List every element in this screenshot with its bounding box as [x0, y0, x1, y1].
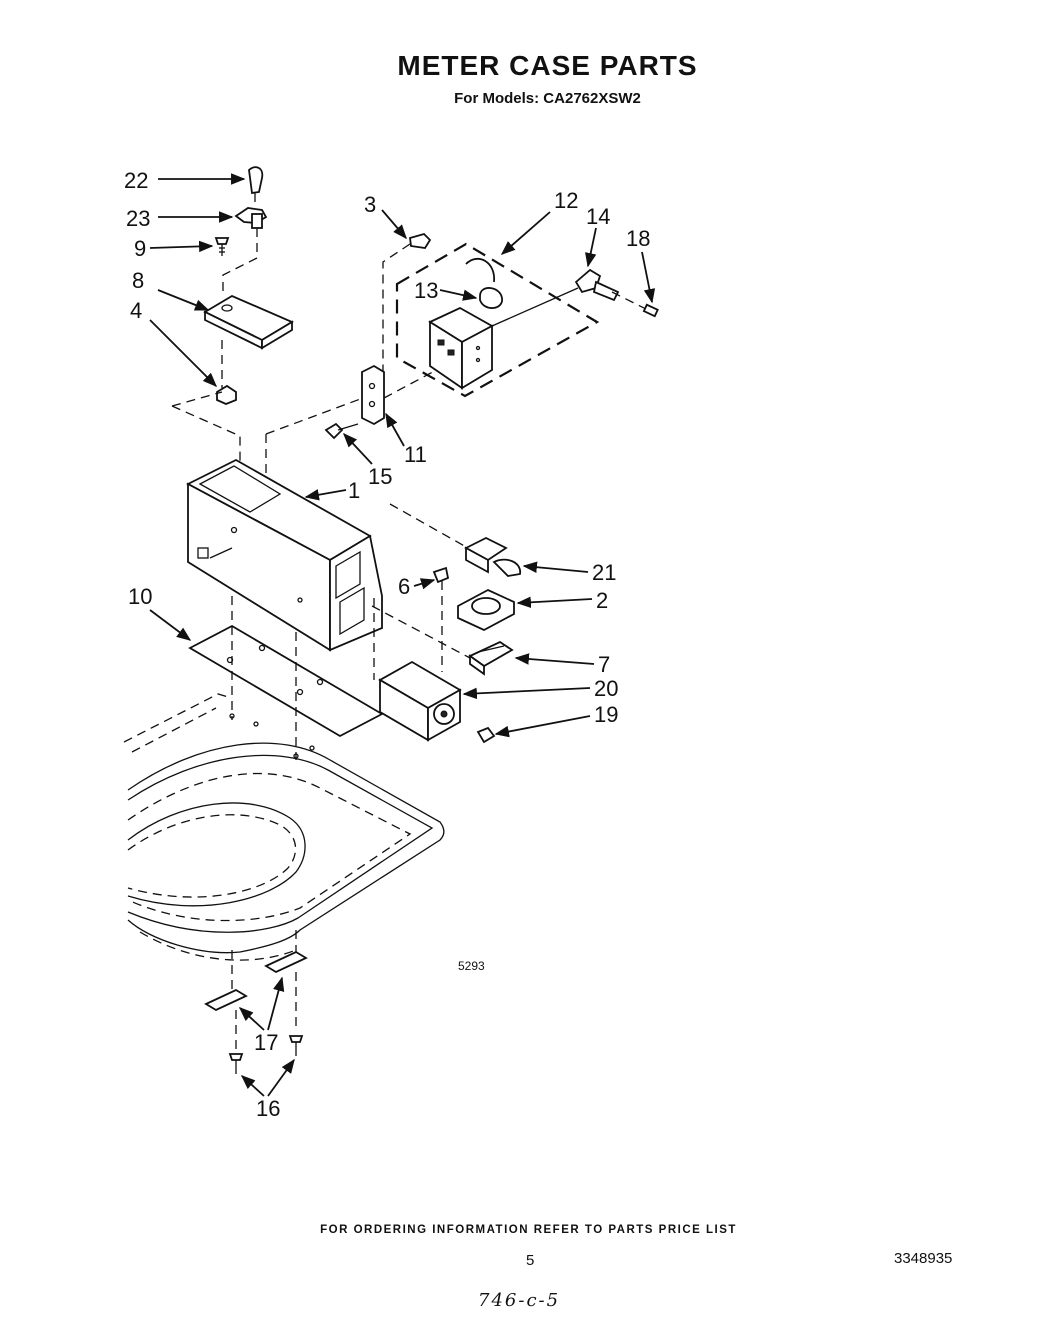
figure-code: 5293: [458, 959, 485, 973]
part-21-clip: [464, 536, 521, 577]
part-17-brackets: [204, 950, 308, 1012]
callout-14: 14: [586, 204, 610, 229]
part-23-fitting: [234, 207, 268, 229]
callout-11: 11: [404, 442, 427, 467]
callout-2: 2: [596, 588, 608, 613]
part-8-bracket: [203, 294, 294, 350]
callout-3: 3: [364, 192, 376, 217]
model-subtitle: For Models: CA2762XSW2: [454, 90, 641, 107]
cabinet-top: [123, 693, 445, 961]
callout-20: 20: [594, 676, 618, 701]
part-1-meter-case: [186, 458, 383, 652]
callout-18: 18: [626, 226, 650, 251]
callout-22: 22: [124, 168, 148, 193]
ordering-note: FOR ORDERING INFORMATION REFER TO PARTS …: [320, 1224, 737, 1236]
callout-13: 13: [414, 278, 438, 303]
part-10-plate: [188, 624, 384, 738]
part-4-clip: [216, 384, 237, 405]
part-15-screw: [324, 422, 359, 440]
part-22-knob: [248, 166, 264, 202]
callout-10: 10: [128, 584, 152, 609]
part-18-screw: [642, 303, 659, 318]
page-number: 5: [526, 1252, 535, 1269]
callout-8: 8: [132, 268, 144, 293]
part-6-screw: [432, 566, 450, 590]
callout-15: 15: [368, 464, 392, 489]
callout-12: 12: [554, 188, 578, 213]
callout-21: 21: [592, 560, 616, 585]
callout-7: 7: [598, 652, 610, 677]
part-3-screw: [409, 232, 432, 249]
part-2-cup: [457, 588, 515, 632]
callout-17: 17: [254, 1030, 278, 1055]
part-13-coil: [465, 258, 503, 309]
part-19-bulb: [476, 726, 496, 744]
part-20-housing: [378, 660, 462, 742]
callout-1: 1: [348, 478, 360, 503]
part-16-screws: [228, 1035, 304, 1074]
handwritten-note: 746-c-5: [478, 1290, 561, 1311]
part-12-timer: [428, 306, 494, 390]
document-number: 3348935: [894, 1250, 953, 1267]
part-11-hinge: [361, 364, 385, 426]
callout-16: 16: [256, 1096, 280, 1121]
callout-19: 19: [594, 702, 618, 727]
callout-23: 23: [126, 206, 150, 231]
part-14-knob: [574, 268, 620, 302]
part-7-slider: [468, 640, 514, 676]
part-9-screw: [214, 237, 230, 256]
callout-4: 4: [130, 298, 142, 323]
callout-6: 6: [398, 574, 410, 599]
callout-9: 9: [134, 236, 146, 261]
page-title: METER CASE PARTS: [397, 50, 698, 81]
